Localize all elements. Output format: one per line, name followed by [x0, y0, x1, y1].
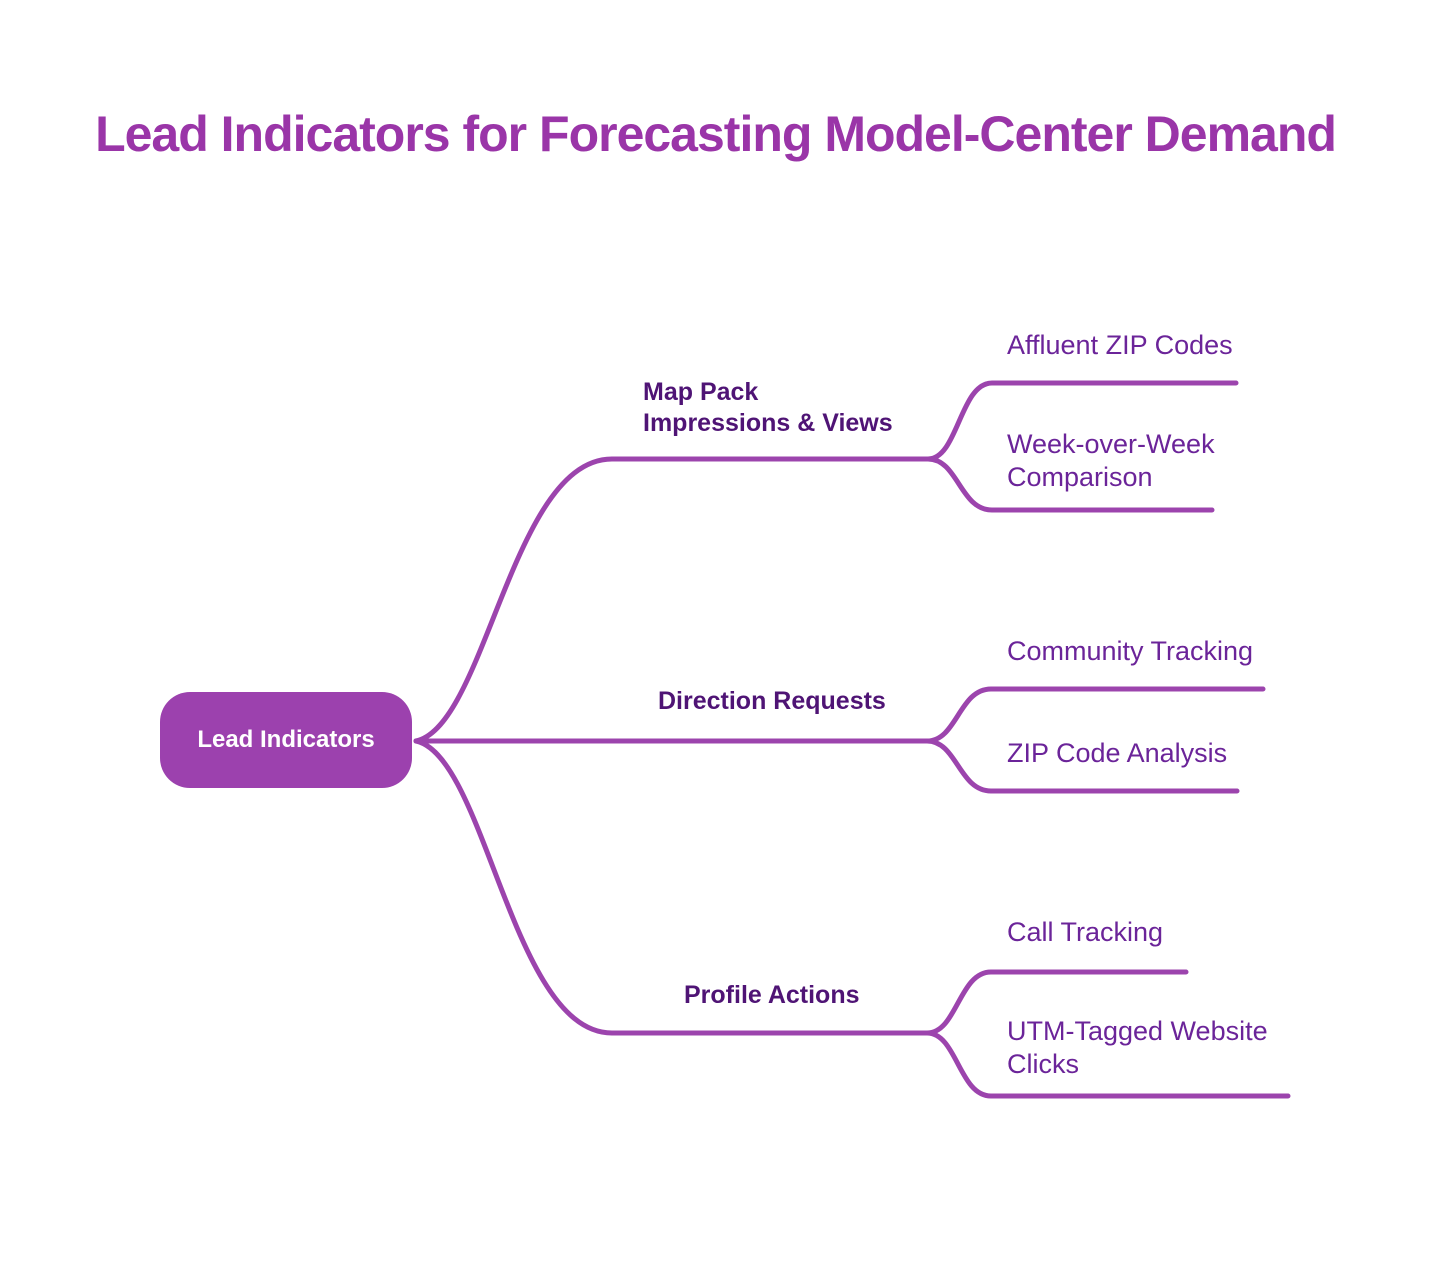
child-label-zip-code-analysis: ZIP Code Analysis	[1007, 738, 1227, 768]
child-label-line: Comparison	[1007, 462, 1153, 492]
branch-label-line: Direction Requests	[658, 687, 886, 715]
child-label-line: Community Tracking	[1007, 636, 1254, 666]
child-label-line: Affluent ZIP Codes	[1007, 330, 1233, 360]
edge-root-to-map-pack	[413, 456, 931, 744]
branch-label-line: Impressions & Views	[643, 409, 893, 437]
child-label-line: Week-over-Week	[1007, 429, 1215, 459]
child-label-call-tracking: Call Tracking	[1007, 917, 1163, 947]
edge-root-to-profile-actions	[413, 738, 930, 1036]
edge-direction-requests-to-community-tracking	[924, 686, 1266, 744]
root-node-lead-indicators: Lead Indicators	[160, 692, 412, 788]
branch-label-direction-requests: Direction Requests	[658, 686, 886, 717]
child-label-affluent-zip-codes: Affluent ZIP Codes	[1007, 330, 1233, 360]
edge-profile-actions-to-call-tracking	[924, 969, 1189, 1036]
child-label-line: Clicks	[1007, 1049, 1079, 1079]
branch-label-line: Map Pack	[643, 378, 759, 406]
child-label-line: Call Tracking	[1007, 917, 1164, 947]
edge-direction-requests-to-zip-code-analysis	[924, 738, 1240, 794]
page-title: Lead Indicators for Forecasting Model-Ce…	[95, 106, 1337, 162]
child-label-utm-tagged-website-clicks: UTM-Tagged Website Clicks	[1007, 1016, 1268, 1079]
branch-label-map-pack-impressions-views: Map Pack Impressions & Views	[643, 377, 893, 439]
root-node-label: Lead Indicators	[197, 726, 375, 753]
branch-label-profile-actions: Profile Actions	[684, 980, 860, 1011]
edge-map-pack-to-week-over-week	[925, 456, 1215, 513]
child-label-week-over-week-comparison: Week-over-Week Comparison	[1007, 429, 1215, 492]
child-label-line: ZIP Code Analysis	[1007, 738, 1228, 768]
edge-profile-actions-to-utm-tagged-clicks	[924, 1030, 1291, 1099]
edge-map-pack-to-affluent-zip-codes	[925, 380, 1239, 462]
child-label-line: UTM-Tagged Website	[1007, 1016, 1268, 1046]
child-label-community-tracking: Community Tracking	[1007, 636, 1253, 666]
branch-label-line: Profile Actions	[684, 981, 860, 1009]
